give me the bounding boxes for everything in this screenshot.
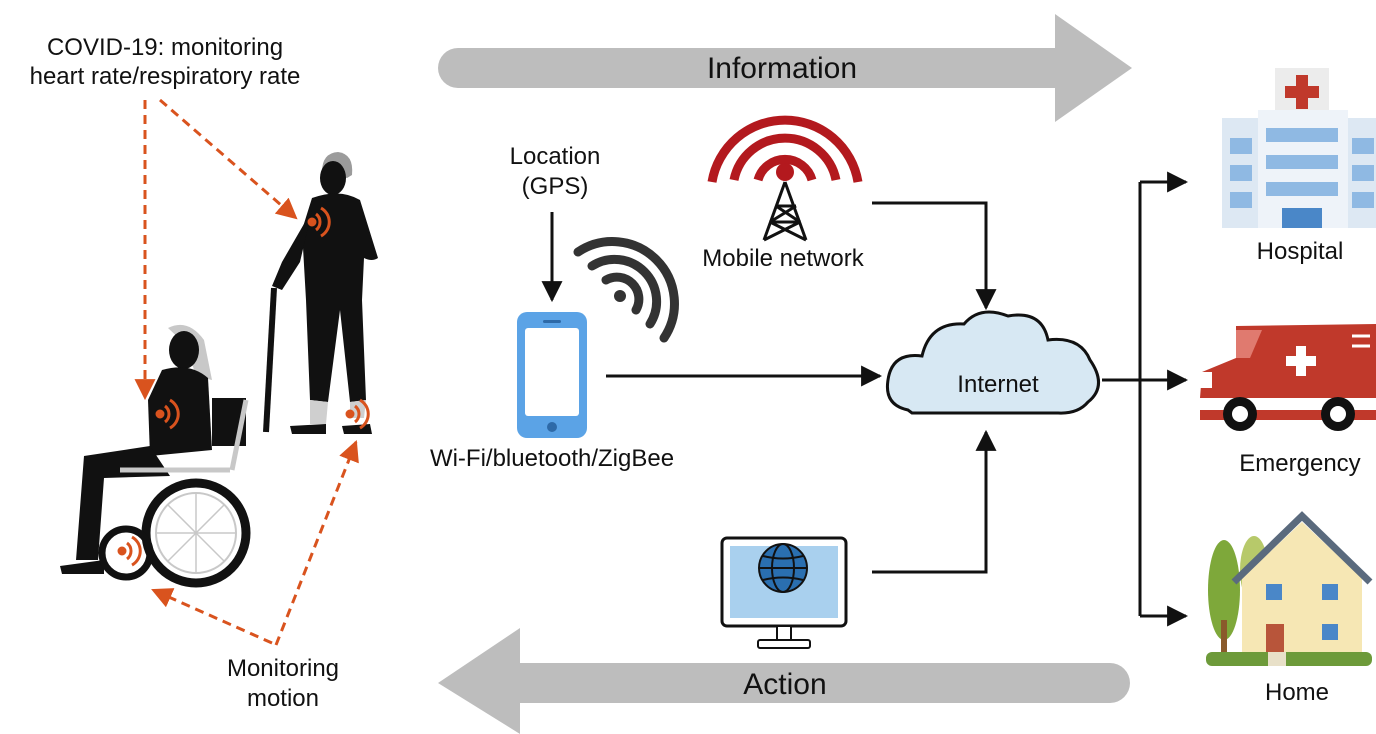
arrow-to-standing-foot: [274, 440, 359, 646]
motion-label-line1: Monitoring: [227, 655, 339, 682]
ambulance-icon: [1200, 324, 1376, 431]
phone-connectivity-label: Wi-Fi/bluetooth/ZigBee: [430, 445, 674, 472]
action-label: Action: [743, 668, 826, 701]
tower-to-internet-arrow: [872, 201, 997, 311]
location-label-line2: (GPS): [522, 173, 589, 200]
foot-sensor-waves-wheelchair: [117, 535, 142, 567]
cloud-icon: Internet: [885, 310, 1100, 415]
signal-waves-icon: [573, 237, 679, 343]
information-banner-arrow: Information: [438, 14, 1132, 122]
hospital-label: Hospital: [1257, 238, 1344, 265]
connector-lines: [606, 171, 1189, 627]
arrow-to-wheelchair-foot: [151, 588, 273, 645]
monitor-to-internet-arrow: [872, 429, 997, 574]
foot-sensor-waves-standing: [345, 398, 370, 430]
chest-sensor-waves-wheelchair: [155, 398, 180, 430]
hospital-icon: [1222, 68, 1376, 228]
emergency-label: Emergency: [1239, 450, 1360, 477]
globe-monitor-icon: [720, 536, 848, 649]
mobile-network-label: Mobile network: [702, 245, 864, 272]
sensor-dashed-arrows: [134, 98, 359, 646]
home-label: Home: [1265, 679, 1329, 706]
smartphone-icon: [517, 312, 587, 438]
chest-sensor-waves-standing: [307, 206, 331, 238]
location-label-line1: Location: [510, 143, 601, 170]
radio-tower-icon: [707, 115, 863, 242]
internet-label: Internet: [957, 371, 1039, 398]
information-label: Information: [707, 52, 857, 85]
covid-label-line2: heart rate/respiratory rate: [30, 63, 301, 90]
covid-label-line1: COVID-19: monitoring: [47, 34, 283, 61]
arrow-to-standing-chest: [159, 98, 298, 220]
house-icon: [1206, 511, 1373, 666]
action-banner-arrow: Action: [438, 628, 1130, 734]
motion-label-line2: motion: [247, 685, 319, 712]
person-with-cane-icon: [263, 152, 378, 434]
wheelchair-user-icon: [60, 324, 251, 588]
